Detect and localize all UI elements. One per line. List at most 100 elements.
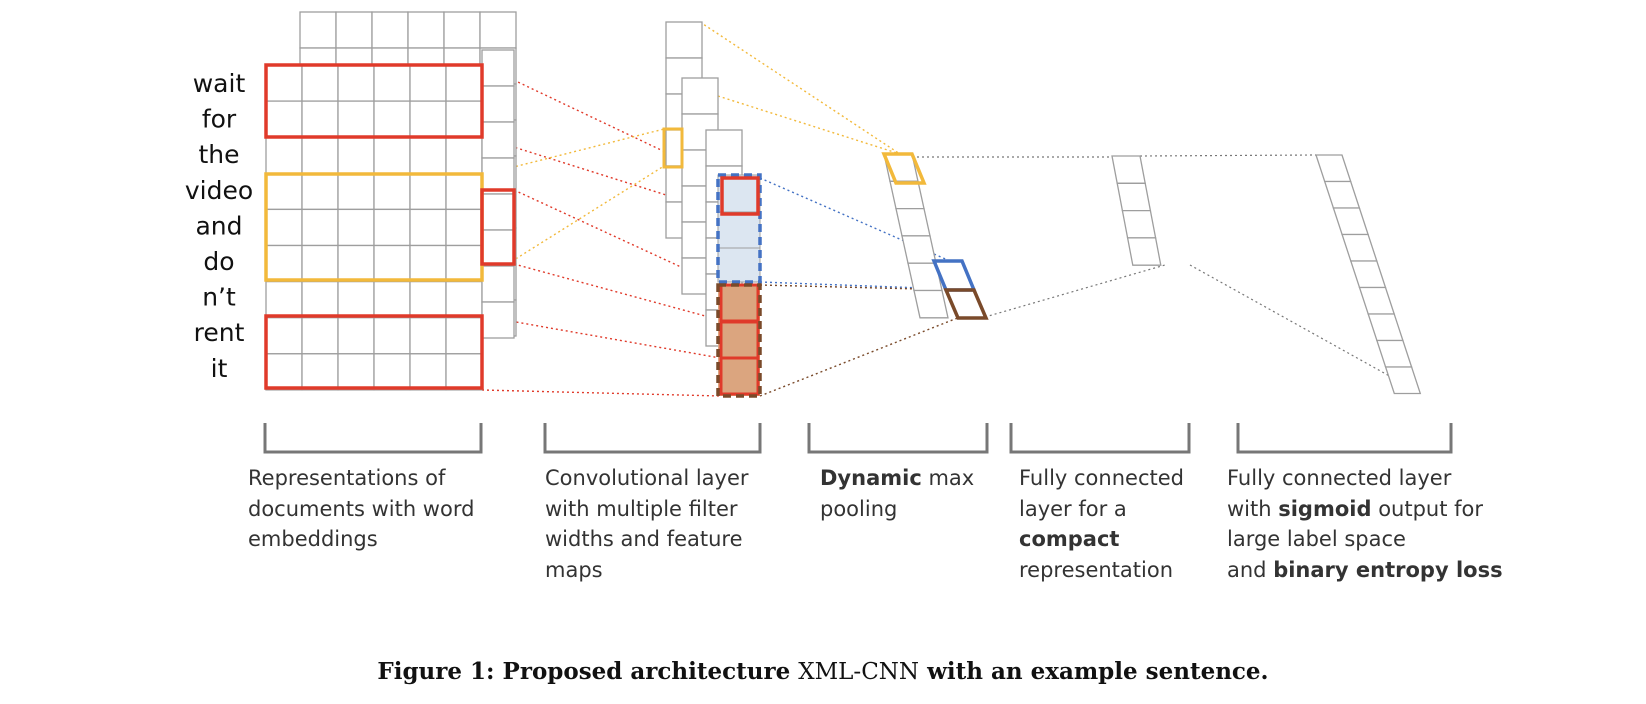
embedding-cell bbox=[445, 244, 483, 283]
embedding-cell bbox=[337, 172, 375, 211]
output-fc-cell bbox=[1376, 339, 1413, 368]
compact-fc-cell bbox=[1126, 237, 1162, 266]
embedding-back-cell bbox=[335, 11, 373, 49]
embedding-depth-cell bbox=[481, 301, 515, 339]
embedding-cell bbox=[409, 353, 447, 391]
filter-window-red-top bbox=[264, 63, 484, 139]
embedding-cell bbox=[265, 136, 303, 174]
sentence-word: for bbox=[202, 105, 237, 134]
embedding-depth-cell bbox=[481, 85, 515, 123]
embedding-cell bbox=[265, 244, 303, 283]
stage-desc-text: with multiple filter bbox=[545, 497, 738, 521]
embedding-cell bbox=[301, 353, 339, 391]
stage-desc-line: documents with word bbox=[248, 497, 474, 521]
stage-desc-line: with sigmoid output for bbox=[1227, 497, 1483, 521]
stage-desc-line: large label space bbox=[1227, 527, 1406, 551]
stage-desc-line: widths and feature bbox=[545, 527, 743, 551]
embedding-cell bbox=[301, 317, 339, 355]
embedding-cell bbox=[301, 208, 339, 247]
embedding-cell bbox=[265, 353, 303, 391]
stage-bracket bbox=[1236, 423, 1453, 454]
conv-brown-dashed-border bbox=[716, 283, 762, 398]
embedding-cell bbox=[445, 280, 483, 319]
embedding-cell bbox=[337, 244, 375, 283]
conv-blue-dashed-border bbox=[716, 173, 762, 284]
output-fc-cell bbox=[1349, 260, 1387, 289]
embedding-cell bbox=[265, 64, 303, 102]
embedding-depth-cell bbox=[481, 193, 515, 231]
embedding-cell bbox=[373, 317, 411, 355]
sentence-word: rent bbox=[194, 318, 245, 347]
connector-line bbox=[481, 389, 721, 397]
conv-red-output bbox=[719, 356, 760, 396]
embedding-back-cell bbox=[371, 11, 409, 49]
stage-bracket bbox=[543, 423, 762, 454]
embedding-cell bbox=[373, 64, 411, 102]
embedding-matrix bbox=[264, 11, 517, 391]
stage-desc-text: sigmoid bbox=[1278, 497, 1371, 521]
stage-desc-text: Convolutional layer bbox=[545, 466, 749, 490]
stage-desc-text: layer for a bbox=[1019, 497, 1127, 521]
pooling-cell bbox=[913, 289, 949, 319]
pooling-cell bbox=[901, 235, 937, 264]
embedding-cell bbox=[373, 100, 411, 138]
connector-lines bbox=[481, 21, 1421, 397]
embedding-cell bbox=[265, 280, 303, 319]
connector-line bbox=[481, 315, 721, 359]
embedding-cell bbox=[337, 280, 375, 319]
filter-window-red-bottom bbox=[264, 314, 484, 390]
embedding-cell bbox=[265, 172, 303, 211]
embedding-cell bbox=[373, 353, 411, 391]
feature-map-cell bbox=[705, 129, 743, 167]
sentence-word: and bbox=[195, 211, 242, 240]
stage-desc-text: Representations of bbox=[248, 466, 446, 490]
connector-line bbox=[717, 95, 901, 155]
embedding-cell bbox=[337, 136, 375, 174]
conv-red-output bbox=[720, 176, 760, 216]
stage-desc-line: Dynamic max bbox=[820, 466, 974, 490]
embedding-cell bbox=[301, 172, 339, 211]
filter-window-red-side bbox=[480, 188, 516, 266]
stage-desc-line: with multiple filter bbox=[545, 497, 738, 521]
embedding-cell bbox=[445, 208, 483, 247]
stage-desc-line: and binary entropy loss bbox=[1227, 558, 1503, 582]
conv-blue-block bbox=[717, 174, 761, 283]
embedding-cell bbox=[337, 100, 375, 138]
stage-desc-text: representation bbox=[1019, 558, 1173, 582]
embedding-back-cell bbox=[407, 11, 445, 49]
embedding-cell bbox=[337, 353, 375, 391]
stage-desc-text: max bbox=[922, 466, 974, 490]
feature-map-cell bbox=[665, 21, 703, 59]
embedding-cell bbox=[265, 100, 303, 138]
embedding-cell bbox=[409, 100, 447, 138]
stage-brackets bbox=[263, 423, 1453, 454]
embedding-cell bbox=[373, 172, 411, 211]
output-fc-cell bbox=[1384, 366, 1422, 395]
stage-desc-text: embeddings bbox=[248, 527, 378, 551]
connector-line bbox=[481, 136, 721, 213]
embedding-cell bbox=[301, 280, 339, 319]
embedding-cell bbox=[373, 208, 411, 247]
embedding-cell bbox=[409, 136, 447, 174]
output-fc-cell bbox=[1341, 233, 1378, 262]
convolution-feature-maps bbox=[662, 21, 762, 398]
stage-bracket bbox=[807, 423, 989, 454]
compact-fc-cell bbox=[1121, 209, 1157, 239]
embedding-cell bbox=[445, 100, 483, 138]
output-fc-cell bbox=[1358, 286, 1396, 315]
embedding-cell bbox=[373, 244, 411, 283]
compact-fc-cell bbox=[1111, 155, 1146, 184]
sentence-word: wait bbox=[193, 69, 246, 98]
stage-desc-text: Dynamic bbox=[820, 466, 922, 490]
stage-descriptions: Representations of documents with word emb… bbox=[248, 466, 1503, 582]
embedding-cell bbox=[445, 317, 483, 355]
embedding-depth-cell bbox=[481, 229, 515, 267]
sentence-word: it bbox=[211, 354, 228, 383]
embedding-cell bbox=[337, 317, 375, 355]
output-fc-cell bbox=[1315, 154, 1352, 183]
embedding-cell bbox=[445, 136, 483, 174]
embedding-depth-cell bbox=[481, 49, 515, 87]
embedding-cell bbox=[409, 280, 447, 319]
embedding-cell bbox=[445, 172, 483, 211]
pooled-brown bbox=[943, 288, 989, 320]
